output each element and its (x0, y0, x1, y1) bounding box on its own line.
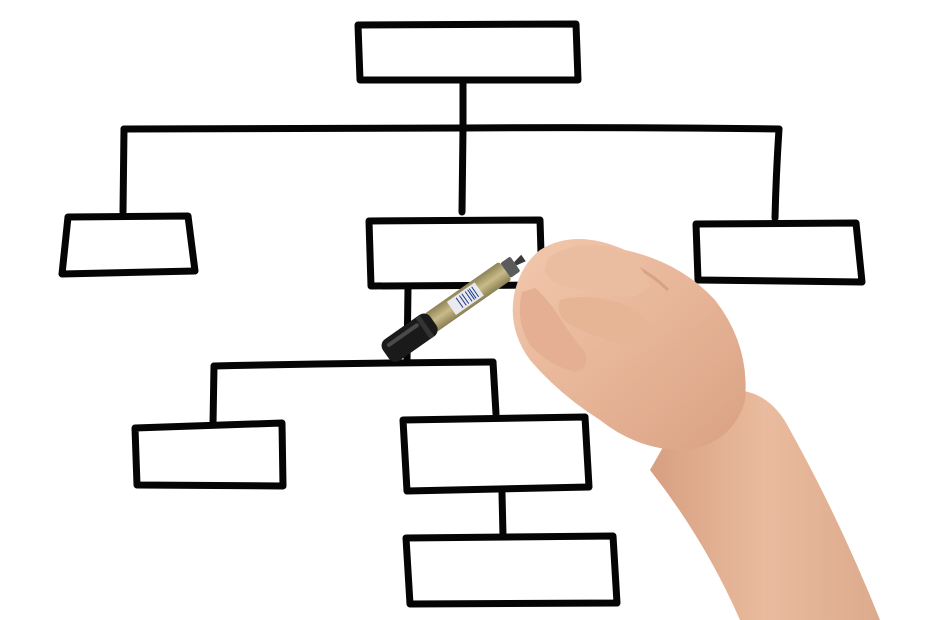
box-root (354, 20, 582, 84)
connector-level3-bar (210, 358, 497, 370)
hand-thumb (519, 288, 587, 372)
marker-collar (501, 257, 520, 278)
boxes (58, 20, 866, 608)
connector-level2-bar (120, 124, 783, 133)
connector-to-level2-center (458, 124, 467, 216)
forearm (650, 390, 880, 620)
hand-index-finger (545, 245, 650, 297)
box-level2-center (365, 216, 546, 290)
marker-cap-band (415, 315, 435, 340)
connector-to-level4 (498, 489, 507, 540)
box-level2-left (58, 212, 199, 278)
connector-to-level3-left (209, 362, 218, 428)
marker-tip (514, 254, 526, 266)
box-level2-right (692, 219, 866, 286)
connector-to-level3-right (489, 358, 500, 418)
hand-middle-finger (558, 296, 655, 346)
connector-to-level2-right (771, 125, 783, 222)
marker-barcode-icon (455, 286, 479, 308)
hand-holding-marker-icon (381, 239, 880, 620)
marker-cap-highlight (386, 323, 419, 347)
marker-icon (381, 254, 526, 362)
box-level3-left (131, 419, 287, 490)
box-level4 (402, 532, 621, 608)
box-level3-right (399, 413, 593, 495)
connector-to-level2-left (119, 125, 128, 216)
